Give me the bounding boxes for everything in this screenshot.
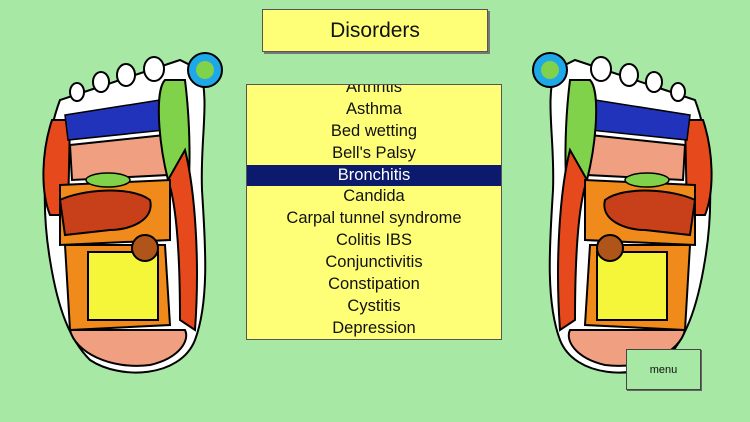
list-item[interactable]: Depression — [332, 318, 416, 337]
left-foot-reflexology-map — [42, 52, 223, 374]
list-item-selected[interactable]: Bronchitis — [247, 164, 501, 187]
list-item[interactable]: Cystitis — [347, 296, 401, 315]
disorders-list[interactable]: Arthritis Asthma Bed wetting Bell's Pals… — [246, 84, 502, 340]
list-item[interactable]: Constipation — [328, 275, 420, 294]
list-item[interactable]: Candida — [343, 187, 405, 206]
right-foot-reflexology-map — [532, 52, 713, 374]
menu-button[interactable]: menu — [626, 349, 701, 390]
list-item[interactable]: Bed wetting — [330, 121, 418, 140]
list-item[interactable]: Asthma — [346, 99, 402, 118]
list-item[interactable]: Carpal tunnel syndrome — [286, 209, 462, 228]
list-item[interactable]: Arthritis — [346, 84, 402, 96]
page-title: Disorders — [262, 9, 488, 52]
list-item[interactable]: Bell's Palsy — [332, 143, 416, 162]
list-item[interactable]: Conjunctivitis — [325, 253, 423, 272]
list-item[interactable]: Colitis IBS — [335, 231, 413, 250]
